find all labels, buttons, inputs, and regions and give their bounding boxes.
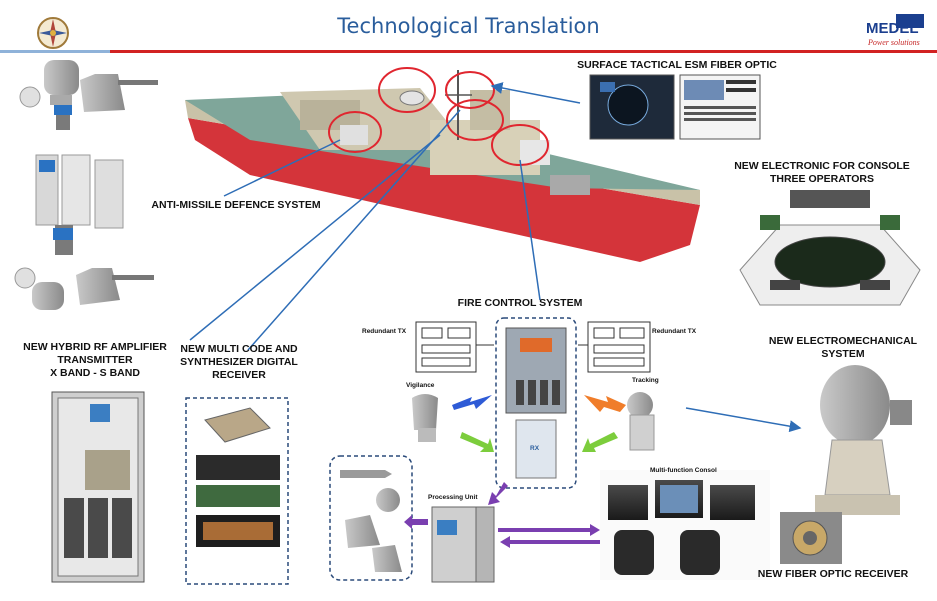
multicode-label-line1: NEW MULTI CODE AND (180, 343, 298, 355)
hybrid-amplifier-label: NEW HYBRID RF AMPLIFIER TRANSMITTER X BA… (10, 341, 180, 380)
left-equipment-top (19, 60, 158, 255)
arrow-green-from-tracking (582, 432, 618, 452)
esm-screens (589, 74, 761, 140)
arrow-purple-right-head (590, 524, 600, 536)
arrow-purple-down (488, 482, 508, 505)
rx-label: RX (530, 445, 540, 452)
arrow-purple-left (404, 515, 428, 529)
redundant-tx-left-diagram (415, 321, 494, 373)
brand-tagline: Power solutions (868, 38, 920, 47)
arrow-purple-right-shaft (498, 528, 590, 532)
compass-logo-icon (36, 16, 70, 50)
electromechanical-label-line2: SYSTEM (821, 348, 865, 360)
electromechanical-label-line1: NEW ELECTROMECHANICAL (768, 335, 918, 347)
tracking-radar (627, 392, 655, 451)
redundant-tx-left-label: Redundant TX (362, 328, 407, 335)
fiber-optic-receiver (780, 512, 842, 564)
redundant-tx-right-label: Redundant TX (652, 328, 697, 335)
electromechanical-label: NEW ELECTROMECHANICAL SYSTEM (758, 335, 928, 361)
brand-mark-icon (896, 14, 924, 28)
console-label-line2: THREE OPERATORS (769, 173, 875, 185)
console-label: NEW ELECTRONIC FOR CONSOLE THREE OPERATO… (722, 160, 922, 186)
left-equipment-bottom (14, 267, 154, 310)
flow-arrows (404, 395, 626, 548)
anti-missile-label: ANTI-MISSILE DEFENCE SYSTEM (151, 199, 321, 211)
fire-control-label: FIRE CONTROL SYSTEM (457, 297, 583, 309)
header-rule-red (110, 50, 937, 53)
digital-receiver-group (185, 397, 289, 585)
three-operator-console (739, 190, 921, 306)
page-title: Technological Translation (337, 14, 600, 38)
fiber-receiver-label: NEW FIBER OPTIC RECEIVER (757, 568, 909, 580)
multicode-label-line3: RECEIVER (212, 369, 266, 381)
surface-esm-label: SURFACE TACTICAL ESM FIBER OPTIC (577, 59, 777, 71)
hybrid-amplifier-cabinet (51, 391, 145, 583)
console-label-line1: NEW ELECTRONIC FOR CONSOLE (734, 160, 910, 172)
fire-control-group (495, 317, 577, 489)
processing-unit-cabinet (431, 506, 495, 583)
redundant-tx-right-diagram (578, 321, 651, 373)
circle-fire-control (446, 99, 504, 141)
hybrid-label-line3: X BAND - S BAND (50, 367, 140, 379)
electromechanical-radar (815, 365, 912, 515)
multi-code-receiver-label: NEW MULTI CODE AND SYNTHESIZER DIGITAL R… (168, 343, 310, 382)
processing-unit-label: Processing Unit (428, 494, 478, 501)
arrow-purple-left-head (500, 536, 510, 548)
weapons-group (329, 455, 413, 581)
circle-anti-missile (328, 111, 382, 153)
multifunction-console-label: Multi-function Consol (650, 467, 717, 474)
arrow-green-from-vigilance (460, 432, 494, 452)
frigate-ship (185, 70, 700, 262)
vigilance-label: Vigilance (406, 382, 435, 389)
tracking-label: Tracking (632, 377, 659, 384)
circle-search-radar (378, 67, 436, 113)
arrow-orange-to-tracking (584, 395, 626, 412)
connector-lines (189, 82, 802, 433)
header-rule-blue (0, 50, 110, 53)
hybrid-label-line2: TRANSMITTER (57, 354, 133, 366)
arrow-purple-left-shaft (510, 540, 600, 544)
multifunction-console (600, 470, 770, 580)
multicode-label-line2: SYNTHESIZER DIGITAL (180, 356, 298, 368)
hybrid-label-line1: NEW HYBRID RF AMPLIFIER (23, 341, 167, 353)
arrow-blue-to-vigilance (452, 395, 492, 410)
vigilance-radar (412, 394, 438, 442)
